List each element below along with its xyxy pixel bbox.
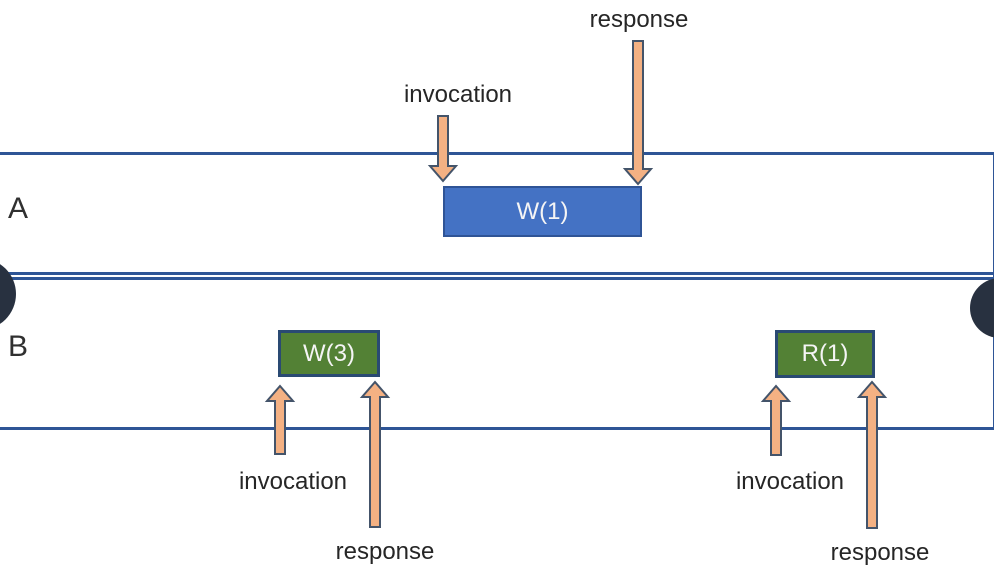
operation-w3-label: W(3) (303, 339, 355, 367)
w1-response-label: response (589, 6, 689, 33)
w3-response-label: response (335, 538, 435, 565)
w1-invocation-arrow-icon (427, 115, 459, 183)
w3-invocation-label: invocation (238, 468, 348, 495)
process-a-label: A (8, 192, 29, 225)
operation-r1-label: R(1) (801, 340, 849, 367)
operation-w3-box: W(3) (278, 330, 380, 377)
w1-invocation-label: invocation (403, 81, 513, 108)
r1-invocation-arrow-icon (760, 384, 792, 456)
r1-response-arrow-icon (856, 380, 888, 529)
operation-r1-box: R(1) (775, 330, 875, 378)
operation-w1-box: W(1) (443, 186, 642, 237)
operation-w1-label: W(1) (516, 197, 569, 225)
r1-response-label: response (830, 539, 930, 566)
w3-response-arrow-icon (359, 380, 391, 528)
w1-response-arrow-icon (622, 40, 654, 186)
r1-invocation-label: invocation (735, 468, 845, 495)
process-b-label: B (8, 330, 29, 363)
w3-invocation-arrow-icon (264, 384, 296, 455)
